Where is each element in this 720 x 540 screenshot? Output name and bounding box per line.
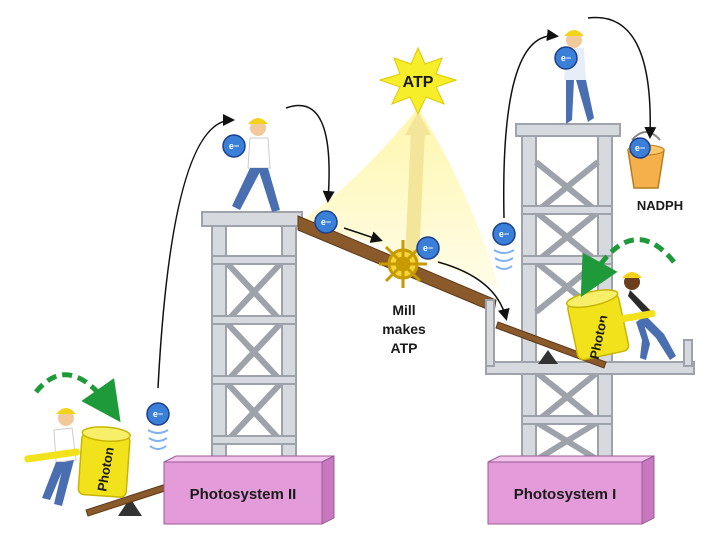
mill-label-line3: ATP — [391, 340, 418, 356]
photosystem-i-box — [487, 455, 655, 525]
ps1-seesaw-fulcrum — [538, 350, 558, 364]
electron-icon: e− — [416, 236, 440, 260]
ramp-electron-arrow — [343, 227, 383, 243]
electron-icon: e− — [146, 402, 170, 450]
ps1-platform-worker — [604, 272, 676, 360]
electron-icon: e− — [314, 210, 338, 234]
ps1-electron-jump-arc — [502, 29, 559, 219]
svg-text:e−: e− — [153, 409, 163, 419]
ps1-photon-green-arc — [580, 237, 676, 298]
photosystem-ii-box — [163, 455, 335, 525]
photosystem-ii-tower — [201, 211, 303, 463]
electron-icon: e− — [554, 46, 578, 70]
mill-label-line1: Mill — [392, 302, 415, 318]
electron-icon: e− — [629, 137, 651, 159]
nadph-label: NADPH — [637, 198, 683, 213]
electron-icon: e− — [492, 222, 516, 270]
ps2-photon-green-arc — [34, 372, 121, 423]
mill-label-line2: makes — [382, 321, 426, 337]
ps2-photon-cylinder — [77, 426, 131, 498]
atp-arrow — [405, 129, 425, 261]
atp-label: ATP — [403, 74, 434, 91]
ps2-ground-worker — [24, 408, 80, 506]
ps2-top-worker — [232, 118, 280, 212]
svg-text:e−: e− — [321, 217, 331, 227]
mill-wheel-icon — [379, 240, 427, 288]
atp-burst-icon — [378, 46, 458, 116]
svg-text:e−: e− — [499, 229, 509, 239]
photosystem-ii-label: Photosystem II — [190, 486, 297, 503]
svg-text:e−: e− — [635, 143, 645, 153]
ps2-electron-jump-arc — [157, 114, 235, 389]
svg-text:e−: e− — [561, 53, 571, 63]
ramp-to-ps1-arrow — [437, 261, 510, 321]
ps2-electron-drop-arc — [285, 104, 335, 203]
electron-icon: e− — [222, 134, 246, 158]
photosystem-i-label: Photosystem I — [514, 486, 617, 503]
ps2-seesaw-fulcrum — [118, 498, 142, 516]
atp-energy-glow — [300, 108, 500, 290]
svg-text:e−: e− — [229, 141, 239, 151]
svg-text:e−: e− — [423, 243, 433, 253]
ps1-top-worker — [564, 30, 594, 124]
ps1-electron-drop-arc — [587, 16, 657, 139]
